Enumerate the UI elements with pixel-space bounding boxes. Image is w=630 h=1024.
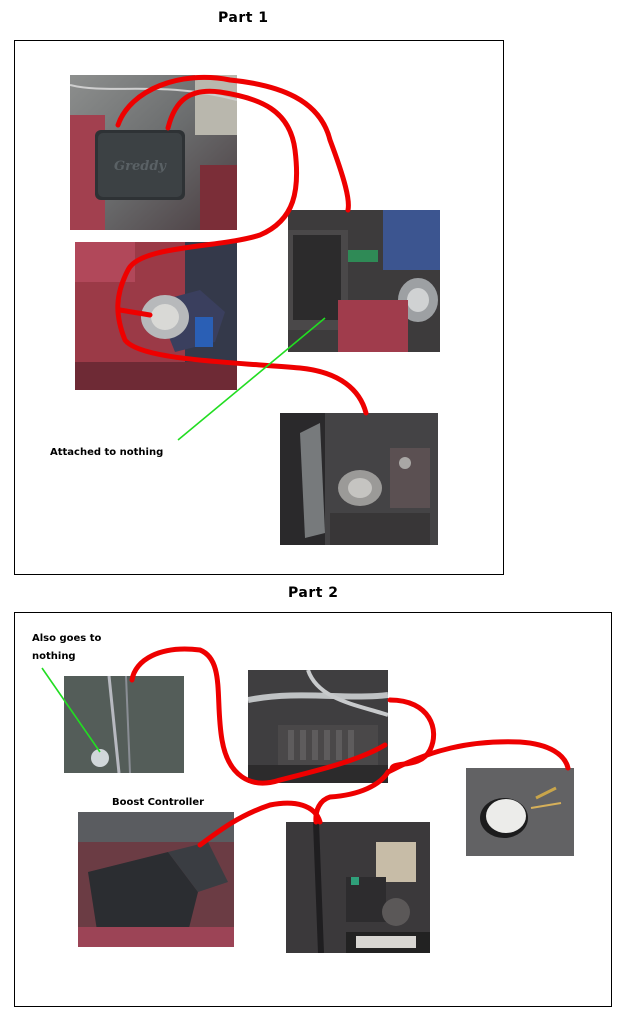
- also-goes-to-nothing-label-1: Also goes to: [32, 633, 102, 644]
- attached-to-nothing-label: Attached to nothing: [50, 447, 164, 458]
- engine-bay-photo-2: [280, 413, 438, 545]
- boost-controller-photo: [78, 812, 234, 947]
- greddy-logo-text: Greddy: [114, 159, 167, 174]
- boost-controller-label: Boost Controller: [112, 797, 205, 808]
- engine-bay-photo-1: [288, 210, 440, 352]
- part-2-title: Part 2: [288, 585, 339, 601]
- engine-hoses-photo: [248, 670, 388, 783]
- vacuum-line-photo: [64, 676, 184, 773]
- greddy-module-photo: Greddy: [70, 75, 237, 230]
- also-goes-to-nothing-label-2: nothing: [32, 651, 76, 662]
- boost-gauge-photo: [466, 768, 574, 856]
- blow-off-valve-photo: [75, 242, 237, 390]
- part-1-title: Part 1: [218, 10, 269, 26]
- solenoid-photo: [286, 822, 430, 953]
